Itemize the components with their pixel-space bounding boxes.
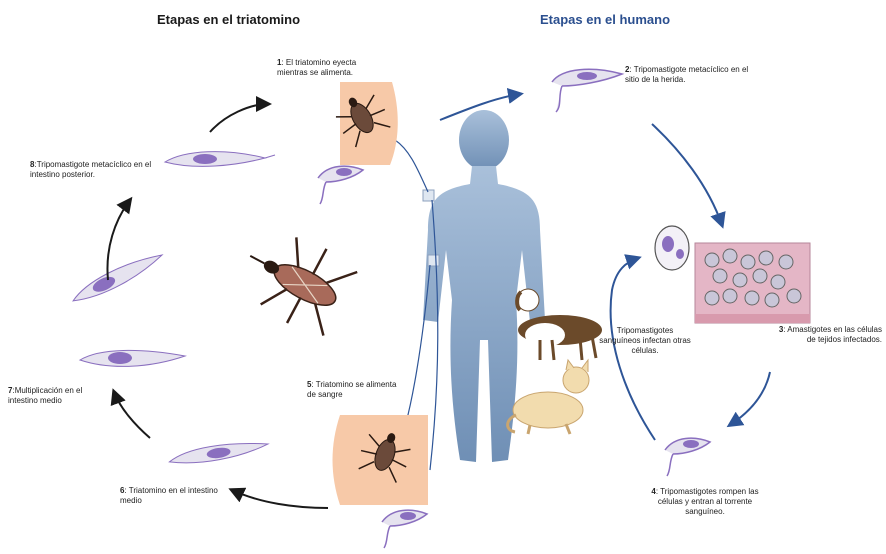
step-6-label: 6: Triatomino en el intestino medio [120, 486, 220, 506]
heading-triatomine: Etapas en el triatomino [157, 12, 300, 27]
trypomastigote-icon [168, 439, 269, 467]
trypomastigote-icon [552, 69, 622, 112]
trypomastigote-icon [665, 438, 710, 476]
cycle-arrow [652, 124, 722, 225]
step-3-label: 3: Amastigotes en las células de tejidos… [770, 325, 882, 345]
step-2-label: 2: Tripomastigote metacíclico en el siti… [625, 65, 755, 85]
step-8-label: 8:Tripomastigote metacíclico en el intes… [30, 160, 160, 180]
step-5-label: 5: Triatomino se alimenta de sangre [307, 380, 407, 400]
step-7-label: 7:Multiplicación en el intestino medio [8, 386, 108, 406]
step-4-label: 4: Tripomastigotes rompen las células y … [650, 487, 760, 517]
infected-cell-icon [655, 226, 689, 270]
cycle-arrow [730, 372, 770, 425]
epimastigote-icon [69, 249, 166, 306]
step-1-label: 1: El triatomino eyecta mientras se alim… [277, 58, 377, 78]
trypomastigote-icon [318, 166, 363, 204]
trypomastigote-icon [382, 510, 427, 548]
bite-site-marker-2 [428, 255, 439, 266]
infected-tissue-icon [695, 243, 810, 323]
triatomine-bug-large-icon [231, 219, 360, 341]
dog-icon [517, 289, 602, 360]
heading-human: Etapas en el humano [540, 12, 670, 27]
cycle-arrow [232, 490, 328, 508]
blood-trypomastigote-note: Tripomastigotes sanguíneos infectan otra… [595, 326, 695, 356]
cat-icon [508, 360, 589, 434]
cycle-arrow [210, 104, 268, 132]
cycle-arrow [114, 392, 150, 438]
epimastigote-icon [80, 350, 185, 366]
trypomastigote-icon [165, 152, 275, 167]
